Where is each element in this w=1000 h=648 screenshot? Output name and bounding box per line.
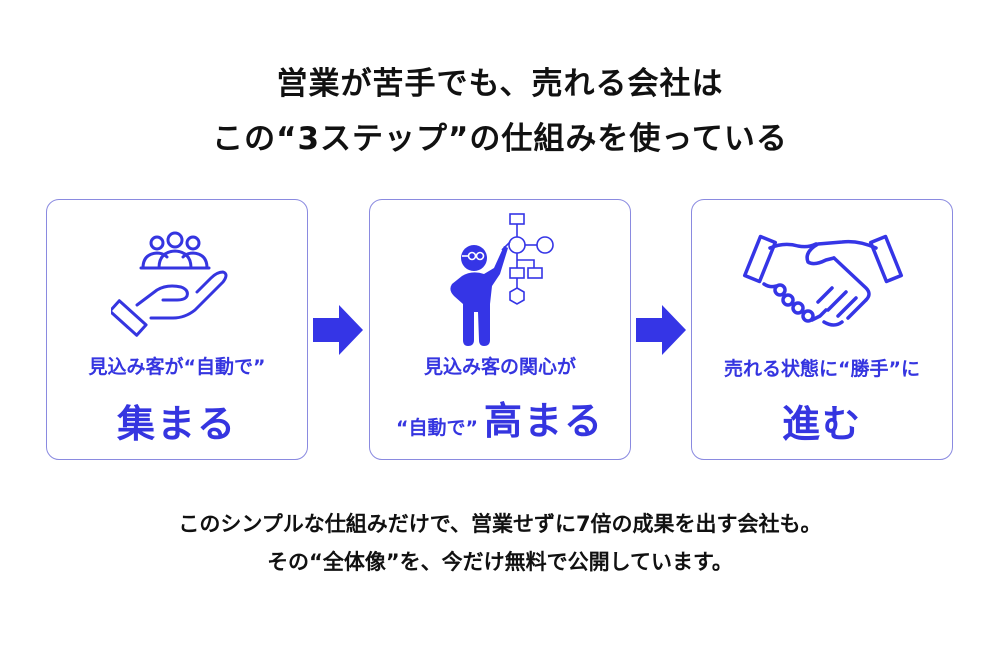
step-1-subtitle: 見込み客が“自動で” [88, 356, 266, 378]
headline-line-1: 営業が苦手でも、売れる会社は [276, 66, 724, 102]
headline-line-2: この“3ステップ”の仕組みを使っている [212, 121, 788, 157]
step-2-title-row: “自動で”高まる [370, 390, 630, 445]
person-presenting-flowchart-icon [450, 213, 554, 346]
footer-line-1: このシンプルな仕組みだけで、営業せずに7倍の成果を出す会社も。 [178, 512, 822, 536]
hand-holding-people-icon [111, 231, 228, 337]
step-1-title: 集まる [116, 402, 237, 446]
step-card-2: 見込み客の関心が “自動で”高まる [369, 199, 631, 460]
step-3-title: 進む [781, 402, 862, 446]
step-3-subtitle: 売れる状態に“勝手”に [724, 358, 920, 380]
step-2-title: 高まる [483, 399, 604, 443]
arrow-right-icon [313, 305, 363, 355]
step-2-subtitle: 見込み客の関心が [423, 356, 576, 378]
arrow-right-icon [636, 305, 686, 355]
step-card-3: 売れる状態に“勝手”に 進む [691, 199, 953, 460]
footer-line-2: その“全体像”を、今だけ無料で公開しています。 [267, 550, 733, 574]
step-card-1: 見込み客が“自動で” 集まる [46, 199, 308, 460]
step-2-prefix: “自動で” [396, 417, 478, 439]
handshake-icon [742, 234, 904, 327]
